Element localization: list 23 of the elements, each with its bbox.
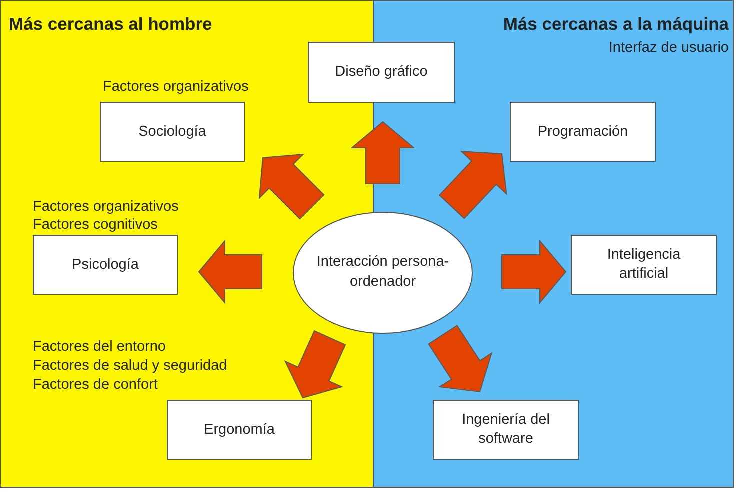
panel-heading: Más cercanas a la máquina <box>503 14 729 35</box>
discipline-box: Ingeniería del software <box>433 400 579 460</box>
factor-label: Factores de salud y seguridad <box>33 359 228 374</box>
discipline-box: Ergonomía <box>167 400 312 460</box>
discipline-box: Psicología <box>33 235 178 295</box>
discipline-box: Sociología <box>100 102 245 162</box>
discipline-box: Programación <box>510 102 656 162</box>
factor-label: Factores de confort <box>33 378 158 392</box>
block-arrow <box>438 151 508 220</box>
factor-label: Factores del entorno <box>33 340 166 354</box>
block-arrow <box>198 240 262 304</box>
block-arrow <box>502 240 567 304</box>
factor-label: Factores organizativos <box>103 80 249 94</box>
panel-subtitle: Interfaz de usuario <box>608 40 729 56</box>
factor-label: Factores cognitivos <box>33 218 158 232</box>
discipline-box: Diseño gráfico <box>308 42 455 103</box>
discipline-box: Inteligencia artificial <box>571 235 717 295</box>
block-arrow <box>350 121 416 184</box>
panel-heading: Más cercanas al hombre <box>9 14 212 35</box>
factor-label: Factores organizativos <box>33 200 179 214</box>
block-arrow <box>258 154 325 220</box>
block-arrow <box>284 330 346 399</box>
block-arrow <box>428 325 493 393</box>
